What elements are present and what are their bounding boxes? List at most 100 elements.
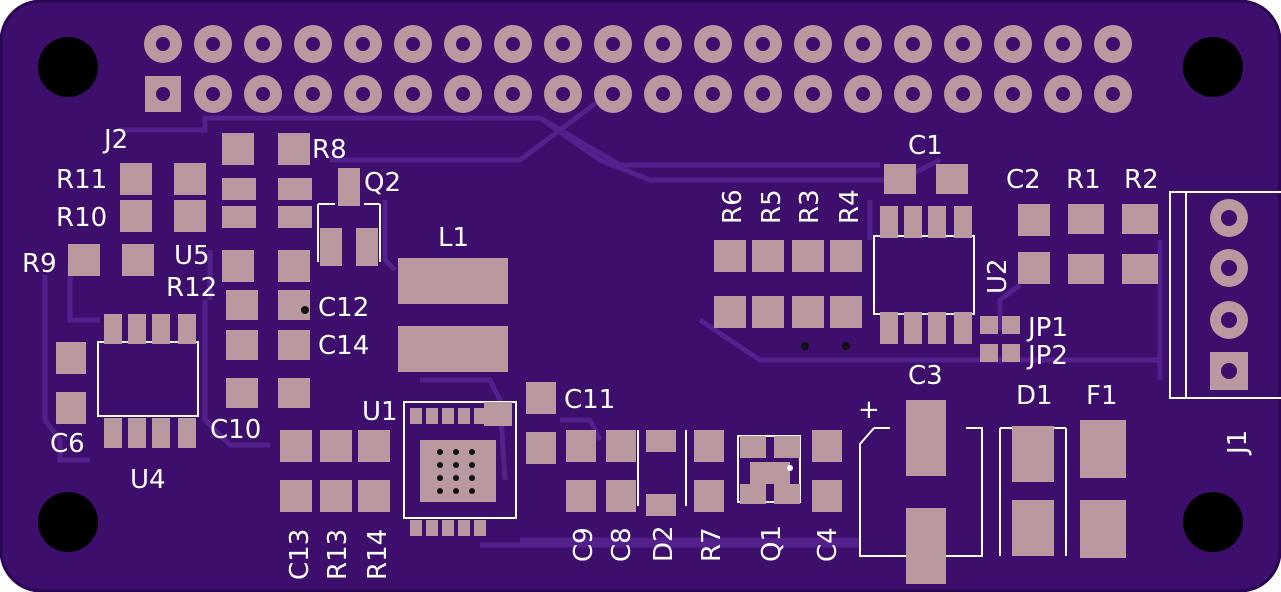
smd-pad — [358, 480, 390, 512]
smd-pad — [410, 520, 422, 536]
label-C9: C9 — [569, 527, 599, 562]
smd-pad — [880, 206, 898, 238]
label-U4: U4 — [130, 465, 166, 495]
smd-pad — [606, 430, 636, 462]
smd-pad — [320, 430, 352, 462]
smd-pads — [56, 133, 1158, 584]
label-C11: C11 — [564, 385, 615, 415]
smd-pad — [474, 520, 486, 536]
label-R8: R8 — [312, 135, 347, 165]
label-C3: C3 — [908, 361, 943, 391]
smd-pad — [280, 430, 312, 462]
label-F1: F1 — [1086, 381, 1118, 411]
smd-pad — [56, 392, 86, 424]
smd-pad — [174, 163, 206, 195]
smd-pad — [104, 418, 122, 448]
smd-pad — [928, 206, 946, 238]
u4-outline — [97, 341, 199, 417]
label-R10: R10 — [56, 203, 107, 233]
smd-pad — [426, 520, 438, 536]
smd-pad — [1068, 204, 1104, 234]
smd-pad — [774, 436, 800, 458]
smd-pad — [320, 480, 352, 512]
label-R6: R6 — [718, 189, 748, 224]
label-plus: + — [858, 395, 880, 425]
smd-pad — [526, 382, 556, 414]
copper-traces — [42, 98, 1163, 548]
label-U2: U2 — [983, 258, 1013, 294]
smd-pad — [278, 250, 310, 282]
smd-pad — [812, 430, 842, 462]
smd-pad — [880, 312, 898, 344]
smd-pad — [906, 400, 946, 476]
smd-pad — [792, 296, 824, 328]
label-R9: R9 — [22, 249, 57, 279]
smd-pad — [740, 484, 766, 504]
smd-pad — [458, 520, 470, 536]
label-C4: C4 — [813, 527, 843, 562]
smd-pad — [128, 314, 146, 344]
smd-pad — [484, 402, 512, 426]
smd-pad — [714, 296, 746, 328]
smd-pad — [1002, 316, 1020, 334]
label-R3: R3 — [795, 189, 825, 224]
smd-pad — [128, 418, 146, 448]
smd-pad — [320, 228, 342, 266]
label-R13: R13 — [323, 529, 353, 580]
smd-pad — [954, 206, 972, 238]
smd-pad — [280, 480, 312, 512]
smd-pad — [1018, 204, 1050, 236]
smd-pad — [152, 418, 170, 448]
smd-pad — [458, 408, 470, 424]
label-J2: J2 — [102, 125, 128, 155]
label-C8: C8 — [607, 527, 637, 562]
smd-pad — [694, 480, 724, 512]
label-R7: R7 — [697, 527, 727, 562]
smd-pad — [928, 312, 946, 344]
smd-pad — [1080, 420, 1126, 478]
label-R5: R5 — [757, 189, 787, 224]
q1-outline — [737, 435, 801, 503]
q2-outline — [317, 203, 381, 262]
smd-pad — [222, 178, 256, 200]
smd-pad — [338, 168, 360, 206]
label-C13: C13 — [285, 529, 315, 580]
smd-pad — [222, 206, 256, 228]
smd-pad — [426, 408, 438, 424]
label-D1: D1 — [1016, 381, 1053, 411]
j1-connector — [1210, 199, 1248, 390]
smd-pad — [714, 240, 746, 272]
mounting-hole — [1183, 492, 1243, 552]
u2-outline — [873, 235, 975, 315]
smd-pad — [410, 408, 422, 424]
smd-pad — [120, 163, 152, 195]
j1-outline — [1169, 191, 1281, 399]
smd-pad — [830, 240, 862, 272]
smd-pad — [56, 342, 86, 374]
smd-pad — [278, 133, 310, 165]
smd-pad — [904, 206, 922, 238]
label-R4: R4 — [835, 189, 865, 224]
label-D2: D2 — [649, 525, 679, 562]
smd-pad — [752, 240, 784, 272]
d1-outline — [999, 427, 1067, 556]
label-R12: R12 — [166, 273, 217, 303]
smd-pad — [174, 200, 206, 232]
label-Q2: Q2 — [364, 168, 401, 198]
label-R14: R14 — [363, 529, 393, 580]
smd-pad — [222, 250, 254, 282]
smd-pad — [398, 326, 508, 372]
smd-pad — [812, 480, 842, 512]
smd-pad — [474, 408, 486, 424]
smd-pad — [606, 480, 636, 512]
smd-pad — [226, 378, 258, 408]
smd-pad — [980, 316, 998, 334]
smd-pad — [222, 133, 254, 165]
smd-pad — [1002, 344, 1020, 362]
label-U5: U5 — [174, 241, 210, 271]
smd-pad — [442, 520, 454, 536]
smd-pad — [278, 330, 310, 360]
smd-pad — [1122, 254, 1158, 284]
label-Q1: Q1 — [757, 525, 787, 562]
